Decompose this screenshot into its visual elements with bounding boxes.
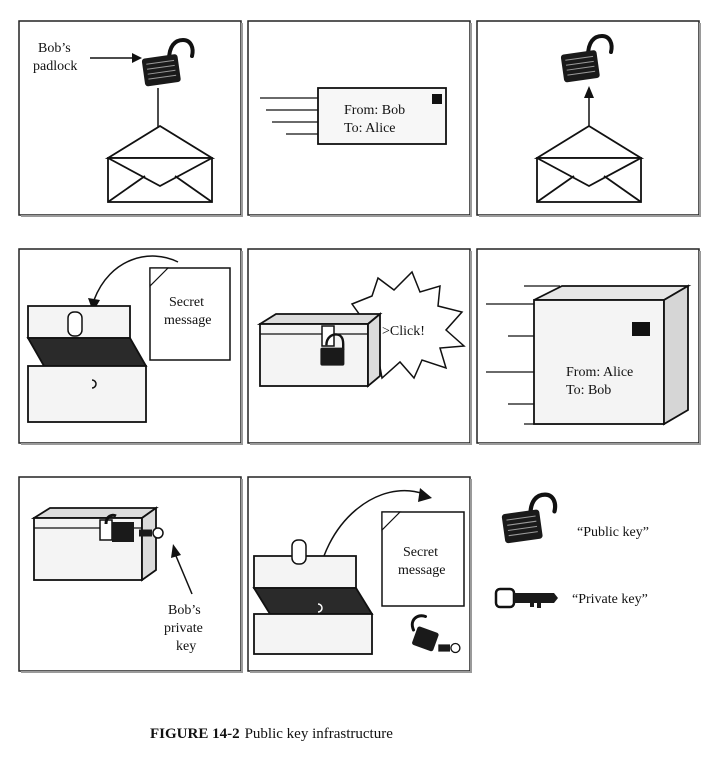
label-bobs-padlock-line2: padlock [33,59,77,74]
open-box-icon [252,539,374,655]
padlock-icon [410,614,439,652]
label-bobs-padlock-line1: Bob’s [38,41,71,56]
open-envelope-icon [533,124,645,203]
figure-caption: FIGURE 14-2 Public key infrastructure [150,726,393,742]
closed-box-icon [256,312,383,388]
open-box-icon [26,305,148,423]
secret-message-line2: message [398,563,445,578]
label-private-key-line1: Bob’s [168,603,201,618]
secret-message-line1: Secret [169,295,204,310]
panel-4-message-into-box: Secret message [26,255,231,423]
secret-message-line1: Secret [403,545,438,560]
legend-private-key-label: “Private key” [572,592,648,607]
panel-5-box-locked: >Click! [256,270,466,388]
legend-private-key-icon [494,587,560,610]
panel-3-padlock-out-of-envelope [533,34,645,203]
legend-public-key-icon [501,495,555,544]
figure-number: FIGURE 14-2 [150,726,240,742]
padlock-icon [104,513,134,542]
key-icon [139,527,164,539]
panel-7-unlock-with-private-key: Bob’s private key [30,506,203,654]
box-from: From: Alice [566,365,633,380]
panel-1-padlock-into-envelope: Bob’s padlock [33,38,216,203]
secret-message-paper [149,267,231,361]
envelope-to: To: Alice [344,121,396,136]
label-private-key-line2: private [164,621,203,636]
envelope-icon [317,87,447,145]
key-icon [438,642,461,654]
stamp-icon [632,322,650,336]
envelope-from: From: Bob [344,103,405,118]
open-envelope-icon [104,124,216,203]
panel-8-message-out-of-box: Secret message [252,488,465,655]
legend-public-key-label: “Public key” [577,525,649,540]
click-text: >Click! [382,324,425,339]
shipping-box-icon [533,284,692,426]
panel-6-box-shipped: From: Alice To: Bob [486,284,692,426]
panel-2-sealed-envelope: From: Bob To: Alice [260,87,447,145]
figure-title: Public key infrastructure [245,726,394,742]
legend: “Public key” “Private key” [494,495,649,610]
secret-message-line2: message [164,313,211,328]
padlock-icon [320,333,345,366]
stamp-icon [432,94,442,104]
closed-box-icon [30,506,159,582]
panel-shadows [21,23,701,673]
box-to: To: Bob [566,383,611,398]
secret-message-paper [381,511,465,607]
label-private-key-line3: key [176,639,196,654]
